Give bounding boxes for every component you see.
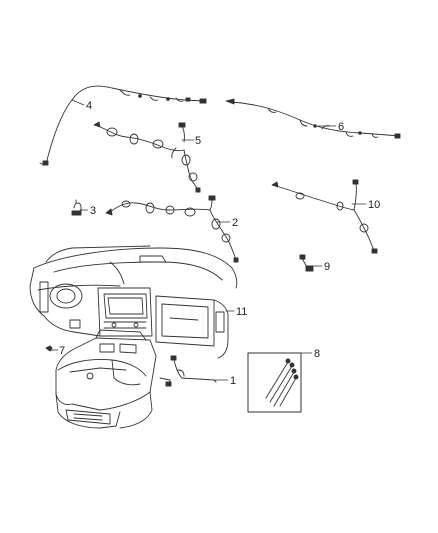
callout-3: 3	[90, 205, 97, 217]
wiring-harness-10	[271, 179, 378, 254]
leader-lines	[51, 99, 367, 381]
callout-1: 1	[230, 375, 237, 387]
callout-8: 8	[314, 348, 321, 360]
callout-11: 11	[236, 306, 248, 318]
callout-9: 9	[324, 261, 331, 273]
callout-2: 2	[232, 217, 239, 229]
instrument-panel-11	[29, 245, 238, 359]
center-console	[55, 329, 157, 429]
clip-7	[45, 345, 54, 352]
wiring-harness-1	[159, 355, 217, 387]
callout-10: 10	[368, 199, 381, 211]
callout-5: 5	[195, 135, 202, 147]
wire-kit-box-8	[247, 352, 302, 413]
wiring-harness-5	[93, 121, 201, 193]
callout-4: 4	[86, 100, 93, 112]
connector-9	[299, 254, 314, 272]
wiring-harness-2	[105, 195, 239, 263]
connector-3	[71, 199, 82, 216]
callout-7: 7	[59, 345, 66, 357]
callout-6: 6	[338, 121, 345, 133]
wiring-harness-4	[39, 85, 207, 166]
wiring-harness-6	[225, 98, 401, 139]
